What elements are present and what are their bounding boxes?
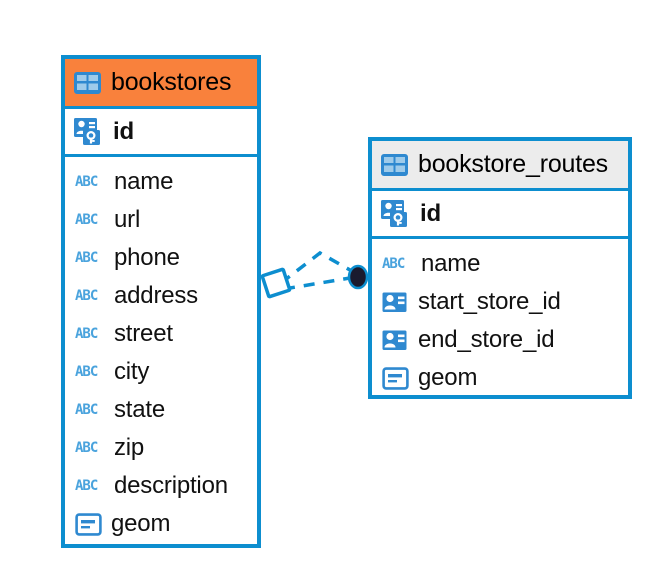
geometry-icon bbox=[382, 366, 409, 390]
field-label: start_store_id bbox=[418, 288, 561, 315]
field-list-bookstores: ABC name ABC url ABC phone ABC address A… bbox=[65, 157, 257, 551]
foreign-key-icon bbox=[382, 291, 409, 314]
table-icon bbox=[381, 153, 408, 176]
field-label: url bbox=[114, 206, 141, 233]
entity-title-bookstores: bookstores bbox=[111, 68, 232, 96]
field-list-bookstore-routes: ABC name start_store_id bbox=[372, 239, 628, 405]
field-row[interactable]: geom bbox=[65, 505, 257, 543]
abc-text-icon: ABC bbox=[75, 326, 98, 342]
field-row[interactable]: ABC phone bbox=[65, 239, 257, 277]
primary-key-row-bookstore-routes[interactable]: id bbox=[372, 191, 628, 239]
abc-text-icon: ABC bbox=[75, 212, 98, 228]
field-label: city bbox=[114, 358, 150, 385]
abc-text-icon: ABC bbox=[75, 478, 98, 494]
field-label: phone bbox=[114, 244, 180, 271]
field-label: geom bbox=[418, 364, 478, 391]
field-label: address bbox=[114, 282, 198, 309]
entity-header-bookstore-routes[interactable]: bookstore_routes bbox=[372, 141, 628, 191]
field-label: state bbox=[114, 396, 166, 423]
relationship-line-upper bbox=[279, 250, 358, 285]
field-label: name bbox=[114, 168, 174, 195]
relationship-dot-endpoint bbox=[347, 264, 369, 290]
field-row[interactable]: start_store_id bbox=[372, 283, 628, 321]
abc-text-icon: ABC bbox=[75, 402, 98, 418]
table-icon bbox=[74, 71, 101, 94]
primary-key-label-bookstores: id bbox=[113, 117, 134, 145]
abc-text-icon: ABC bbox=[382, 256, 405, 272]
abc-text-icon: ABC bbox=[75, 364, 98, 380]
field-row[interactable]: ABC city bbox=[65, 353, 257, 391]
field-row[interactable]: ABC description bbox=[65, 467, 257, 505]
relationship-line-lower bbox=[283, 275, 357, 291]
relationship-diamond-endpoint bbox=[260, 267, 292, 299]
field-row[interactable]: ABC name bbox=[372, 245, 628, 283]
field-row[interactable]: ABC street bbox=[65, 315, 257, 353]
primary-key-icon bbox=[74, 117, 104, 146]
field-label: geom bbox=[111, 510, 171, 537]
field-row[interactable]: end_store_id bbox=[372, 321, 628, 359]
abc-text-icon: ABC bbox=[75, 250, 98, 266]
field-label: zip bbox=[114, 434, 145, 461]
field-row[interactable]: ABC address bbox=[65, 277, 257, 315]
field-row[interactable]: ABC zip bbox=[65, 429, 257, 467]
entity-header-bookstores[interactable]: bookstores bbox=[65, 59, 257, 109]
entity-table-bookstores[interactable]: bookstores id bbox=[61, 55, 261, 548]
foreign-key-icon bbox=[382, 329, 409, 352]
primary-key-row-bookstores[interactable]: id bbox=[65, 109, 257, 157]
abc-text-icon: ABC bbox=[75, 288, 98, 304]
primary-key-icon bbox=[381, 199, 411, 228]
field-row[interactable]: ABC name bbox=[65, 163, 257, 201]
field-label: street bbox=[114, 320, 173, 347]
field-label: end_store_id bbox=[418, 326, 555, 353]
field-label: name bbox=[421, 250, 481, 277]
primary-key-label-bookstore-routes: id bbox=[420, 199, 441, 227]
field-row[interactable]: ABC state bbox=[65, 391, 257, 429]
entity-table-bookstore-routes[interactable]: bookstore_routes id bbox=[368, 137, 632, 399]
field-label: description bbox=[114, 472, 228, 499]
field-row[interactable]: geom bbox=[372, 359, 628, 397]
field-row[interactable]: ABC url bbox=[65, 201, 257, 239]
geometry-icon bbox=[75, 512, 102, 536]
entity-title-bookstore-routes: bookstore_routes bbox=[418, 150, 608, 178]
abc-text-icon: ABC bbox=[75, 440, 98, 456]
abc-text-icon: ABC bbox=[75, 174, 98, 190]
